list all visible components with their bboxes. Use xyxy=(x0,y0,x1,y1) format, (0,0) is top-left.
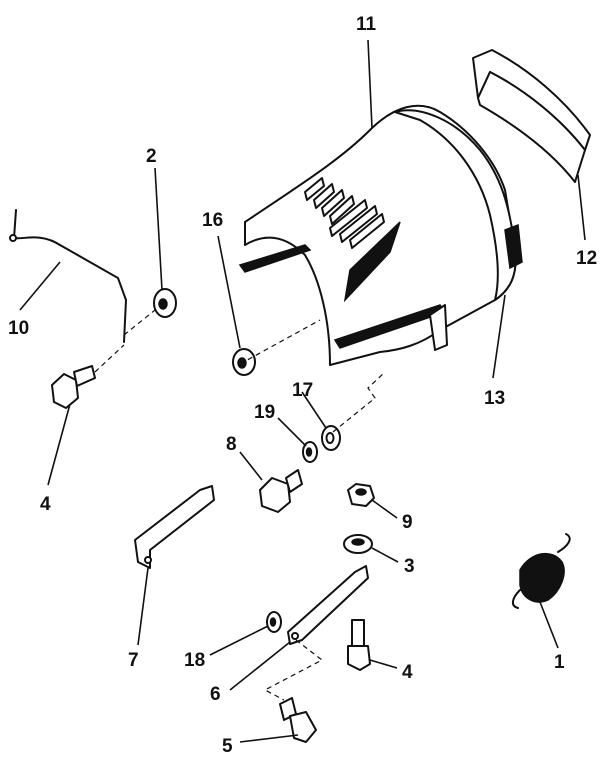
hood-vents xyxy=(304,177,385,249)
callout-19: 19 xyxy=(254,402,275,423)
callout-10: 10 xyxy=(8,318,29,339)
callout-9: 9 xyxy=(402,512,413,533)
callout-1: 1 xyxy=(554,652,565,673)
part-12-grille xyxy=(472,49,591,183)
part-7-bracket xyxy=(134,485,215,569)
callout-16: 16 xyxy=(202,210,223,231)
callout-4-left: 4 xyxy=(40,494,51,515)
callout-5: 5 xyxy=(222,736,233,757)
callout-17: 17 xyxy=(292,380,313,401)
part-2-nut xyxy=(153,288,177,318)
callout-11: 11 xyxy=(356,14,377,35)
callout-2: 2 xyxy=(146,146,157,167)
callout-3: 3 xyxy=(404,556,415,577)
part-18-washer xyxy=(266,611,282,633)
part-8-bolt xyxy=(259,469,303,513)
callout-4-right: 4 xyxy=(402,662,413,683)
callout-labels: 11 2 16 10 4 12 13 17 19 8 9 3 7 18 6 4 … xyxy=(8,14,597,757)
part-17-washer xyxy=(321,425,341,451)
callout-7: 7 xyxy=(128,650,139,671)
callout-8: 8 xyxy=(226,434,237,455)
part-4-bolt-left xyxy=(51,365,96,409)
part-5-bolt xyxy=(279,697,317,743)
part-9-nut xyxy=(347,483,375,507)
callout-13: 13 xyxy=(484,388,505,409)
part-1-spring xyxy=(512,533,571,609)
part-11-hood-shroud xyxy=(238,104,523,366)
leader-lines xyxy=(19,39,586,743)
part-4-bolt-right xyxy=(347,619,371,671)
part-3-washer xyxy=(343,534,373,554)
callout-12: 12 xyxy=(576,248,597,269)
part-6-link-bar xyxy=(287,565,369,645)
callout-18: 18 xyxy=(184,650,205,671)
alignment-lines xyxy=(94,305,386,701)
part-10-wire-rod xyxy=(9,209,128,343)
part-19-washer xyxy=(302,441,318,463)
callout-6: 6 xyxy=(210,684,221,705)
